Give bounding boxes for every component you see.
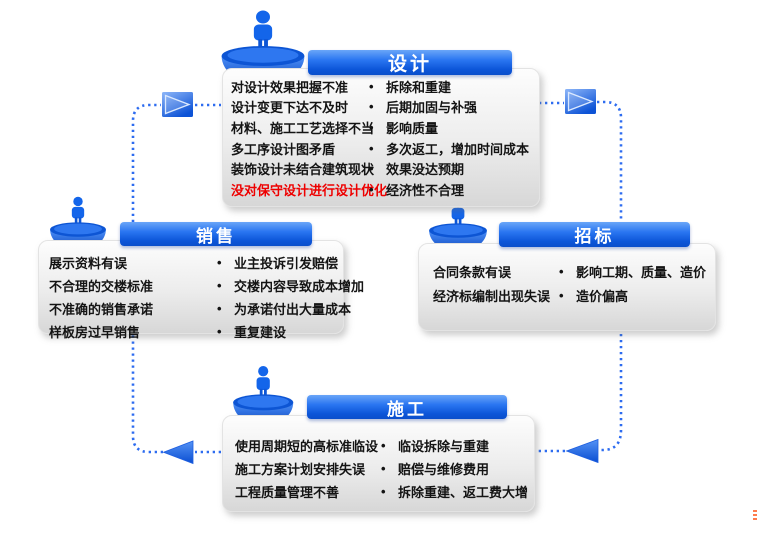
cause-item: 经济标编制出现失误	[433, 288, 551, 304]
cause-item-highlighted: 没对保守设计进行设计优化	[231, 182, 388, 198]
cause-item: 装饰设计未结合建筑现状	[231, 162, 375, 178]
effect-item: • 多次返工，增加时间成本	[369, 138, 529, 159]
bullet-icon: •	[559, 264, 564, 280]
effect-item: • 临设拆除与重建	[381, 434, 528, 457]
effect-text: 重复建设	[234, 325, 287, 340]
effect-text: 经济性不合理	[386, 182, 465, 198]
effect-item: • 经济性不合理	[369, 179, 529, 200]
design-panel: 对设计效果把握不准 设计变更下达不及时 材料、施工工艺选择不当 多工序设计图矛盾…	[222, 68, 540, 207]
bullet-icon: •	[369, 119, 374, 135]
effect-text: 赔偿与维修费用	[398, 462, 490, 477]
bullet-icon: •	[217, 301, 222, 316]
bullet-icon: •	[369, 161, 374, 177]
effect-text: 拆除和重建	[386, 79, 452, 95]
effect-item: • 效果没达预期	[369, 158, 529, 179]
cause-item: 展示资料有误	[49, 256, 128, 271]
connector-construction-to-sales	[131, 333, 221, 454]
bullet-icon: •	[381, 461, 386, 476]
effect-item: • 影响质量	[369, 117, 529, 138]
effect-text: 影响质量	[386, 120, 439, 136]
arrow-right-icon	[565, 89, 596, 114]
effect-item: • 交楼内容导致成本增加	[217, 274, 364, 297]
effect-text: 交楼内容导致成本增加	[234, 279, 365, 294]
bullet-icon: •	[381, 484, 386, 499]
bidding-causes-list: 合同条款有误 经济标编制出现失误	[433, 260, 550, 307]
bidding-panel: 合同条款有误 经济标编制出现失误 • 影响工期、质量、造价 • 造价偏高	[418, 243, 716, 331]
effect-item: • 重复建设	[217, 320, 364, 343]
construction-panel: 使用周期短的高标准临设 施工方案计划安排失误 工程质量管理不善 • 临设拆除与重建…	[222, 415, 535, 512]
effect-text: 影响工期、质量、造价	[576, 265, 707, 281]
bullet-icon: •	[217, 255, 222, 270]
effect-text: 临设拆除与重建	[398, 439, 490, 454]
design-title: 设计	[387, 54, 432, 75]
cause-item: 不合理的交楼标准	[49, 279, 154, 294]
construction-effects-list: • 临设拆除与重建 • 赔偿与维修费用 • 拆除重建、返工费大增	[381, 434, 528, 503]
effect-item: • 赔偿与维修费用	[381, 457, 528, 480]
bidding-title: 招标	[574, 227, 615, 246]
effect-text: 造价偏高	[576, 288, 629, 304]
effect-text: 拆除重建、返工费大增	[398, 485, 529, 500]
cause-item: 不准确的销售承诺	[49, 302, 154, 317]
effect-item: • 为承诺付出大量成本	[217, 297, 364, 320]
connector-bidding-to-construction	[537, 334, 623, 453]
bullet-icon: •	[369, 140, 374, 156]
design-causes-list: 对设计效果把握不准 设计变更下达不及时 材料、施工工艺选择不当 多工序设计图矛盾…	[231, 76, 387, 200]
effect-text: 业主投诉引发赔偿	[234, 256, 339, 271]
sales-title: 销售	[196, 226, 236, 246]
construction-title-bar: 施工	[307, 395, 507, 419]
effect-item: • 后期加固与补强	[369, 97, 529, 118]
cause-item: 多工序设计图矛盾	[231, 141, 336, 157]
construction-causes-list: 使用周期短的高标准临设 施工方案计划安排失误 工程质量管理不善	[235, 434, 378, 503]
cause-item: 工程质量管理不善	[235, 485, 340, 500]
edge-artifact	[753, 510, 757, 522]
bullet-icon: •	[559, 287, 564, 303]
design-effects-list: • 拆除和重建 • 后期加固与补强 • 影响质量 • 多次返工，增加时间成本 • 效果没达…	[369, 76, 529, 200]
sales-panel: 展示资料有误 不合理的交楼标准 不准确的销售承诺 样板房过早销售 • 业主投诉引发…	[38, 240, 364, 340]
sales-causes-list: 展示资料有误 不合理的交楼标准 不准确的销售承诺 样板房过早销售	[49, 251, 153, 343]
connector-design-to-bidding	[539, 100, 623, 221]
sales-effects-list: • 业主投诉引发赔偿 • 交楼内容导致成本增加 • 为承诺付出大量成本 • 重复建设	[217, 251, 364, 343]
cause-item: 样板房过早销售	[49, 325, 141, 340]
bullet-icon: •	[381, 438, 386, 453]
bullet-icon: •	[369, 181, 374, 197]
arrow-right-icon	[162, 92, 193, 117]
connector-sales-to-design	[131, 103, 221, 222]
bullet-icon: •	[217, 278, 222, 293]
bullet-icon: •	[217, 324, 222, 339]
effect-item: • 造价偏高	[559, 284, 706, 308]
cause-item: 材料、施工工艺选择不当	[231, 120, 375, 136]
construction-title: 施工	[387, 399, 427, 419]
effect-text: 为承诺付出大量成本	[234, 302, 352, 317]
effect-text: 后期加固与补强	[386, 100, 478, 116]
effect-item: • 影响工期、质量、造价	[559, 260, 706, 284]
cause-item: 对设计效果把握不准	[231, 79, 349, 95]
effect-item: • 拆除和重建	[369, 76, 529, 97]
cause-item: 合同条款有误	[433, 265, 512, 281]
arrow-left-icon	[565, 438, 599, 464]
cause-item: 设计变更下达不及时	[231, 100, 349, 116]
bullet-icon: •	[369, 99, 374, 115]
sales-title-bar: 销售	[120, 222, 312, 246]
effect-text: 多次返工，增加时间成本	[386, 141, 530, 157]
design-title-bar: 设计	[308, 50, 512, 75]
arrow-left-icon	[162, 440, 194, 465]
bidding-title-bar: 招标	[499, 222, 690, 247]
effect-item: • 业主投诉引发赔偿	[217, 251, 364, 274]
effect-item: • 拆除重建、返工费大增	[381, 480, 528, 503]
cause-item: 使用周期短的高标准临设	[235, 439, 379, 454]
bullet-icon: •	[369, 78, 374, 94]
cause-item: 施工方案计划安排失误	[235, 462, 366, 477]
bidding-effects-list: • 影响工期、质量、造价 • 造价偏高	[559, 260, 706, 307]
effect-text: 效果没达预期	[386, 162, 465, 178]
